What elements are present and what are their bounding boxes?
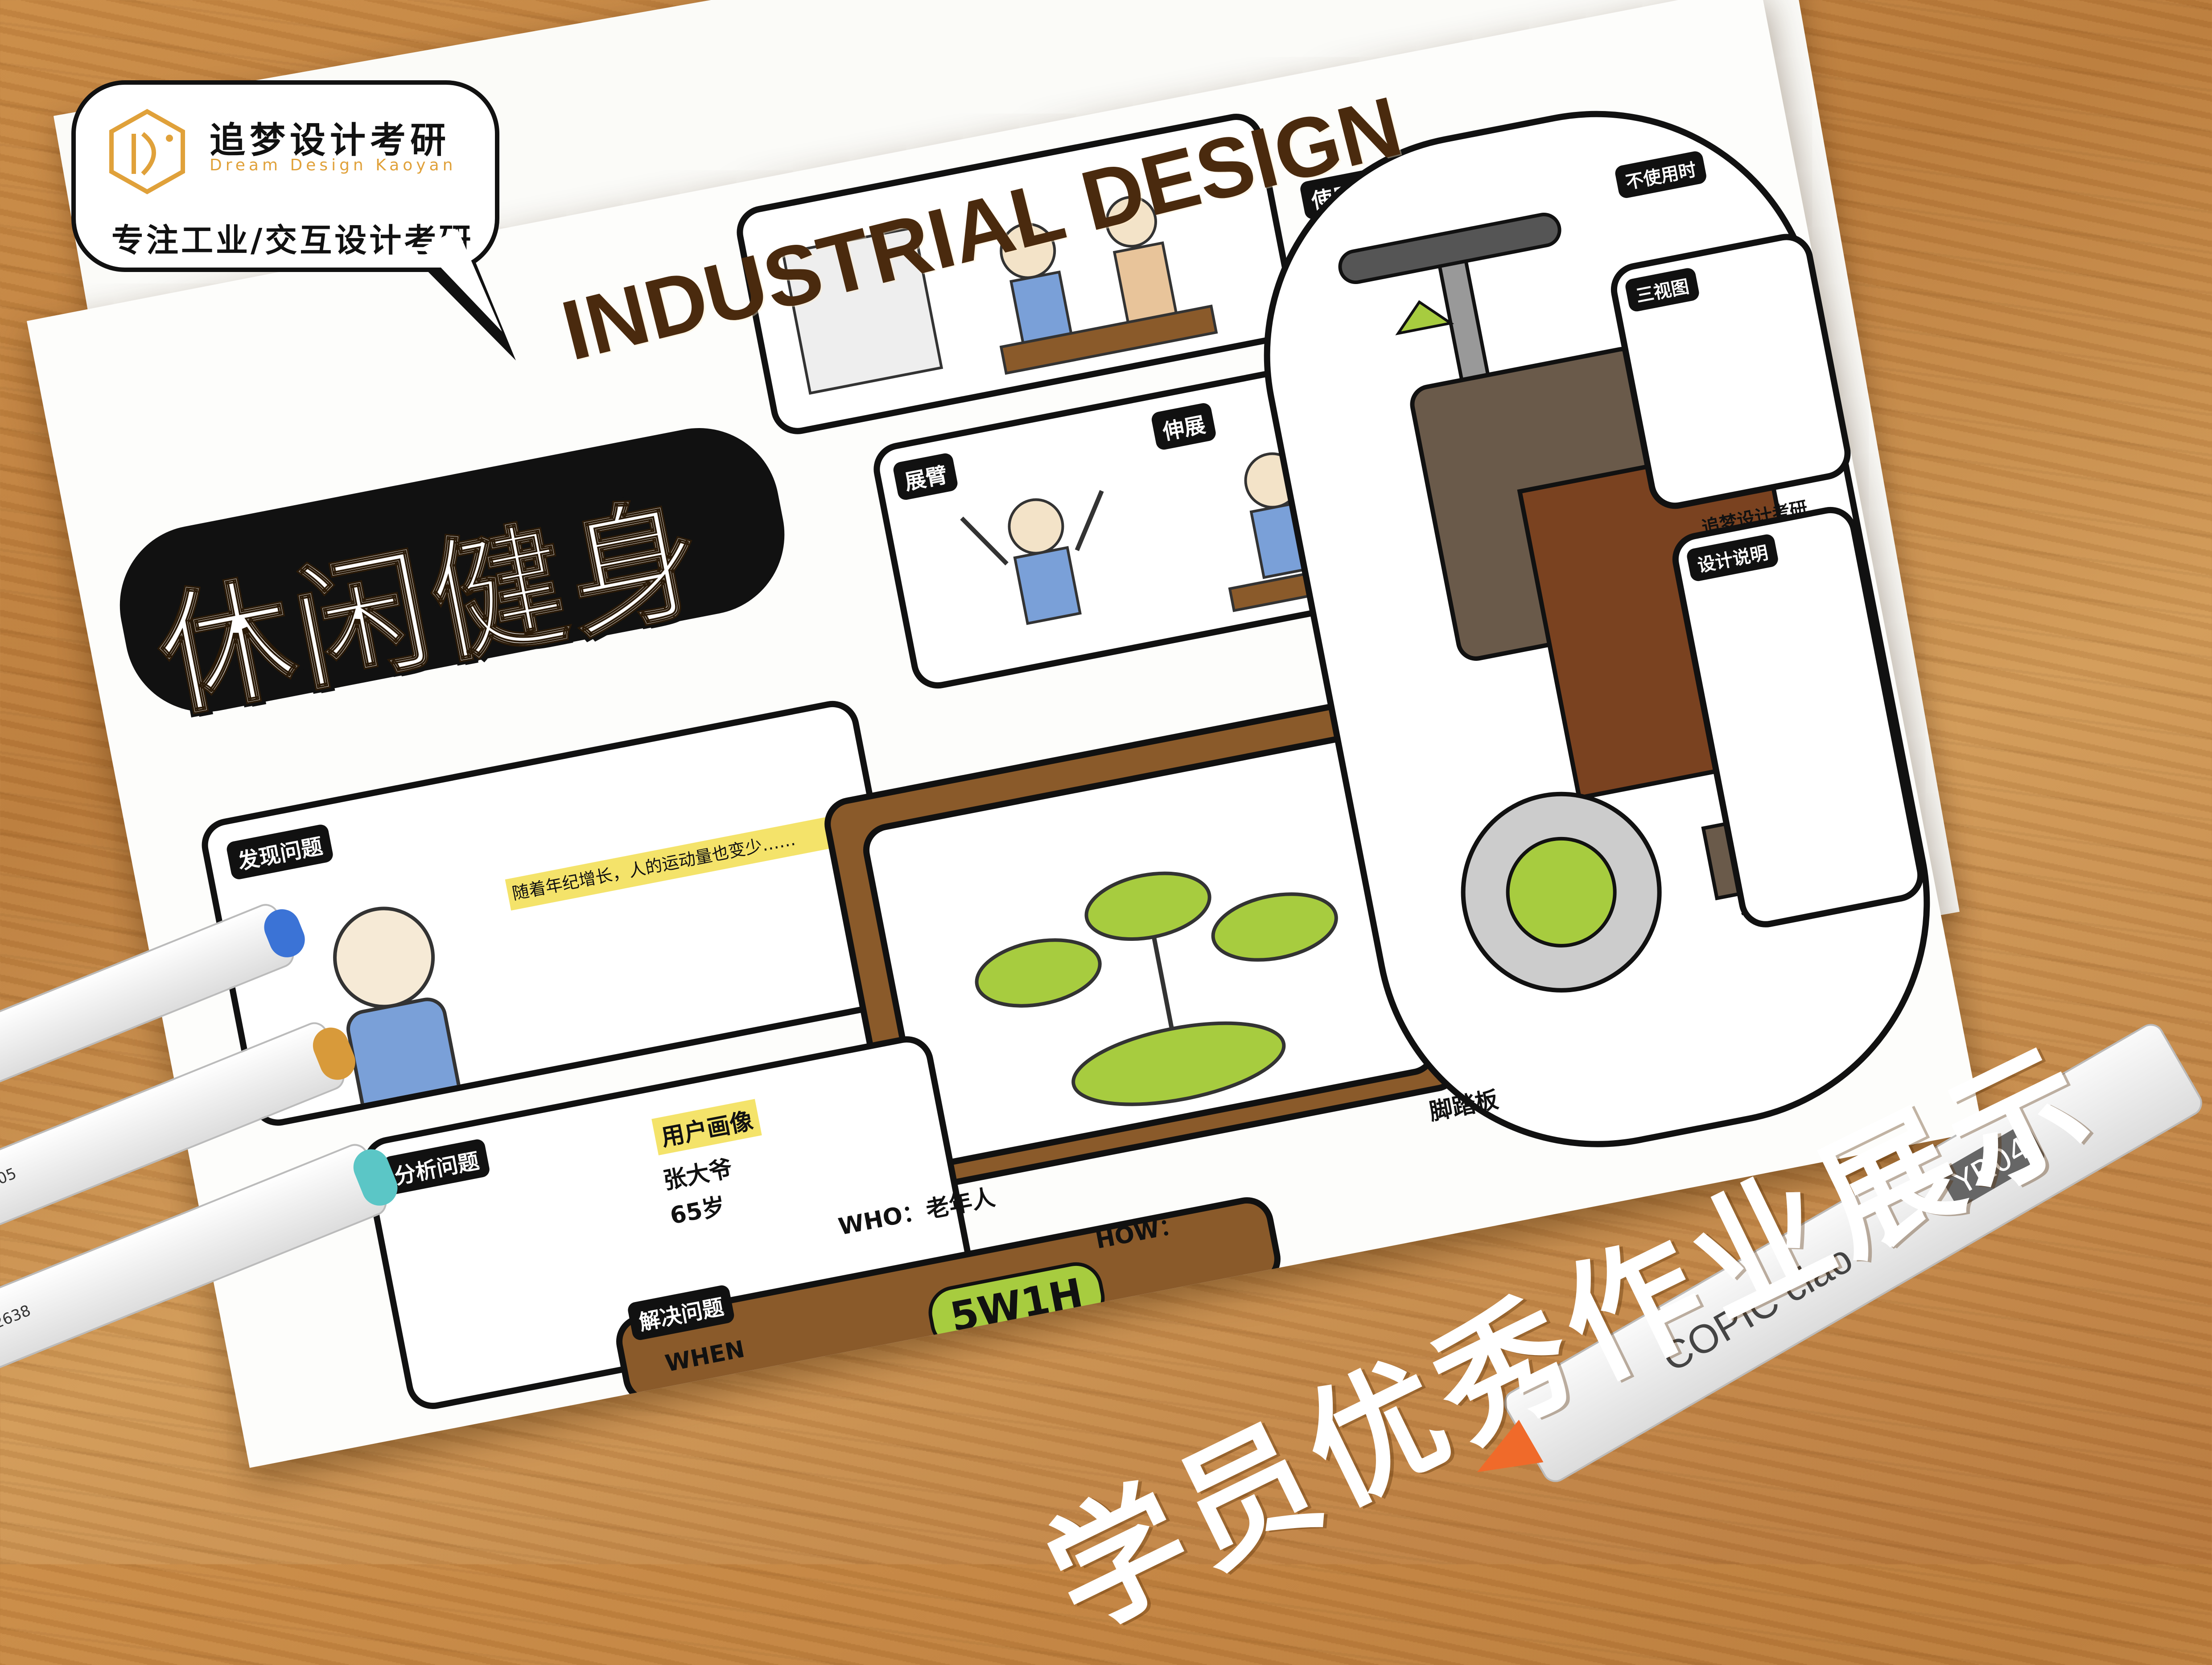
brand-slogan: 专注工业/交互设计考研 [111,222,474,259]
analysis-label: 分析问题 [382,1138,491,1195]
analysis-panel [820,692,1466,1197]
problem-panel: 发现问题 随着年纪增长，人的运动量也变少…… [197,696,914,1130]
problem-label: 发现问题 [225,823,334,881]
problem-note: 随着年纪增长，人的运动量也变少…… [505,813,853,911]
barcode-2: 8 002638 [0,1302,33,1345]
brand-bubble: 追梦设计考研 Dream Design Kaoyan 专注工业/交互设计考研 [71,80,499,272]
scene-sketch-elderly [781,196,1218,395]
brand-logo-icon [109,109,185,194]
persona-name: 张大爷 [661,1155,735,1195]
poster-sheet: 休闲健身 使用说明 展臂 伸展 发现问题 随着年纪增长，人的运动量也变少…… [27,0,1983,1468]
elderly-portrait-sketch [333,907,461,1119]
brand-name-cn: 追梦设计考研 [210,120,450,161]
persona-title: 用户画像 [651,1099,762,1155]
analysis-mindmap [975,871,1338,1106]
three-views-label: 三视图 [1624,267,1701,313]
barcode-1: 002605 [0,1164,19,1203]
design-label: 设计说明 [1685,533,1779,583]
scene-panel-top [732,109,1302,439]
brand-name-en: Dream Design Kaoyan [210,156,457,174]
analysis-tree-box [858,728,1442,1170]
